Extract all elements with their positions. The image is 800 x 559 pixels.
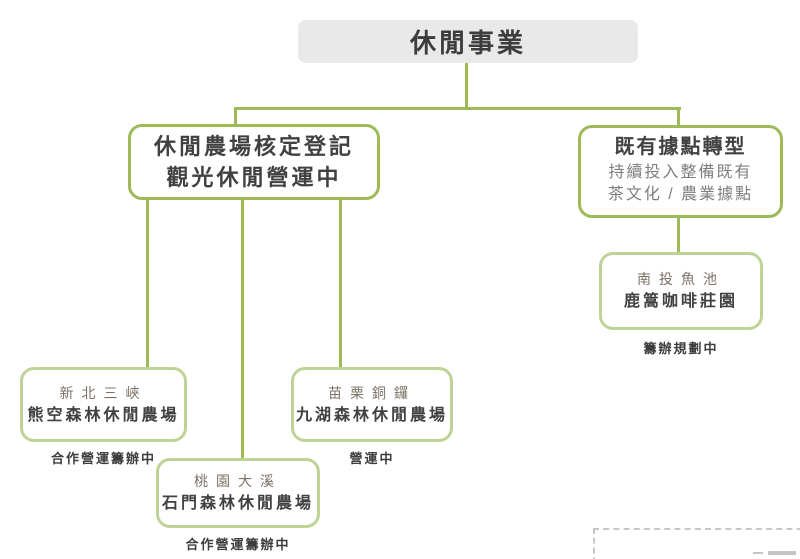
right-branch-subtitle: 持續投入整備既有茶文化 / 農業據點 [608,162,753,205]
connector-left-branch-drop [234,107,237,126]
right-branch-subtitle-line2: 茶文化 / 農業據點 [607,186,754,203]
right-branch-subtitle-line1: 持續投入整備既有 [608,164,753,182]
right-child-name: 鹿篙咖啡莊園 [623,293,738,310]
child3-status: 營運中 [349,451,395,466]
child3-location: 苗栗銅鑼 [328,384,416,401]
child1-location: 新北三峽 [59,384,148,401]
right-branch-title: 既有據點轉型 [614,136,747,159]
connector-root-vertical [465,62,468,108]
left-branch-node: 休閒農場核定登記 觀光休閒營運中 [128,124,380,200]
child-node-taoyuan-daxi: 桃園大溪 石門森林休閒農場 [156,458,320,528]
child2-name: 石門森林休閒農場 [161,495,314,512]
child-node-xinbei-sanxia: 新北三峽 熊空森林休閒農場 [20,367,187,442]
right-child-location: 南投魚池 [637,271,725,287]
connector-right-child-drop [677,216,680,254]
child3-name: 九湖森林休閒農場 [295,406,448,424]
left-branch-title-line1: 休閒農場核定登記 [153,133,354,159]
connector-child3-drop [339,199,342,369]
root-title: 休閒事業 [409,28,526,58]
child2-status: 合作營運籌辦中 [185,537,291,552]
child-node-miaoli-tongluo: 苗栗銅鑼 九湖森林休閒農場 [291,367,453,442]
clipped-text-fragment [768,551,796,555]
child-node-nantou-yuchi: 南投魚池 鹿篙咖啡莊園 [599,252,763,330]
root-node-leisure-business: 休閒事業 [298,20,638,63]
connector-horizontal [234,107,681,110]
child1-name: 熊空森林休閒農場 [27,406,180,424]
right-branch-node: 既有據點轉型 持續投入整備既有茶文化 / 農業據點 [578,125,783,218]
right-child-status: 籌辦規劃中 [643,341,719,356]
clipped-text-fragment [753,552,763,554]
connector-child2-drop [241,199,244,460]
connector-right-branch-drop [677,107,680,127]
dashed-region-cutoff [593,528,800,559]
connector-child1-drop [146,199,149,369]
child2-location: 桃園大溪 [194,473,282,489]
left-branch-title-line2: 觀光休閒營運中 [166,164,342,190]
child1-status: 合作營運籌辦中 [50,451,156,466]
